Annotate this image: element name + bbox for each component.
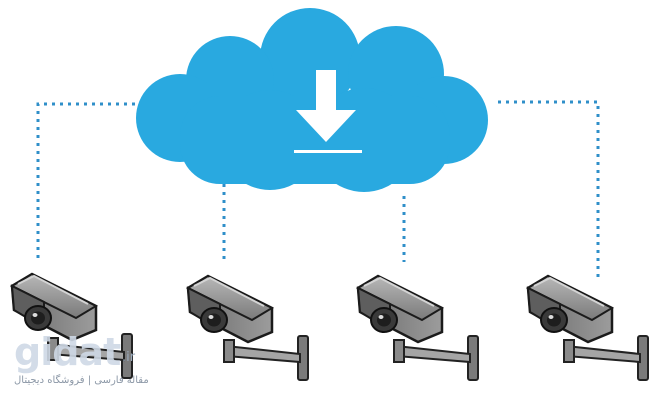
watermark-tagline: مقاله فارسی | فروشگاه دیجیتال	[14, 375, 149, 386]
watermark: gidat .ir مقاله فارسی | فروشگاه دیجیتال	[14, 330, 174, 392]
connector-right	[498, 100, 600, 278]
watermark-logo: gidat	[14, 330, 121, 374]
connector-left	[36, 102, 140, 258]
cloud-icon	[136, 8, 488, 192]
cctv-camera-icon-4	[526, 274, 650, 382]
cctv-camera-icon-2	[186, 274, 310, 382]
cctv-camera-icon-3	[356, 274, 480, 382]
watermark-tld: .ir	[122, 350, 136, 365]
download-arrow-icon	[294, 70, 362, 153]
connector-lines	[36, 100, 600, 278]
